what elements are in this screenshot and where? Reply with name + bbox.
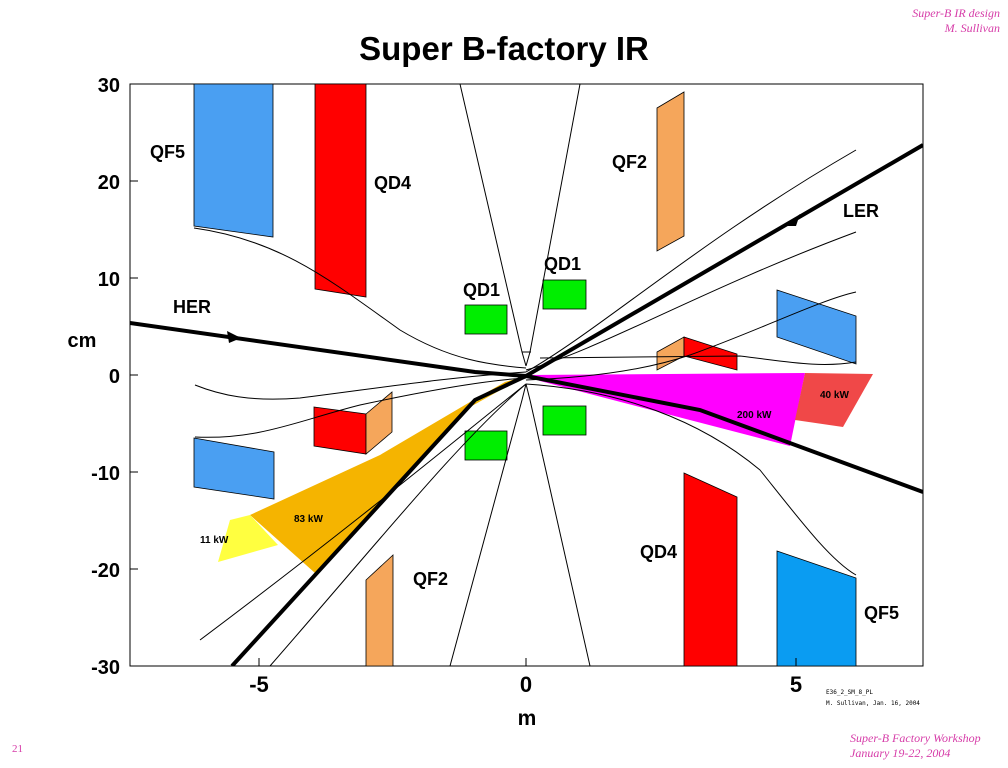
magnet-qd4-small-right [683,336,738,371]
magnet-qd1-upper-left [464,304,508,335]
footer-line-1: Super-B Factory Workshop [850,731,981,745]
magnet-qf5-top [193,84,274,238]
y-tick-label: 20 [98,172,120,194]
ler-arrow-icon [785,214,800,226]
footer-line-2: January 19-22, 2004 [850,746,951,760]
label-200kw: 200 kW [737,410,772,421]
y-tick-label: -20 [91,560,120,582]
y-tick-label: -10 [91,463,120,485]
magnet-labels: QF5 QD4 QF2 QD1 QD1 QF2 QD4 QF5 HER LER [150,142,899,623]
magnet-qd4-small-left [313,406,367,455]
page-number: 21 [12,743,23,755]
label-qd1-right: QD1 [544,254,581,274]
y-axis-label: cm [68,330,97,352]
label-ler: LER [843,201,879,221]
label-qd4-bottom: QD4 [640,542,677,562]
header-line-2: M. Sullivan [944,21,1000,35]
label-qf5-top: QF5 [150,142,185,162]
slide-header: Super-B IR design M. Sullivan [912,6,1000,36]
header-line-1: Super-B IR design [912,6,1000,20]
magnet-qf2-small-left [365,391,393,455]
x-tick-label: 5 [790,672,802,697]
sr-fan-83kw [250,376,526,573]
y-tick-label: 10 [98,269,120,291]
y-tick-labels: 30 20 10 0 -10 -20 -30 [91,75,120,679]
her-arrow-icon [227,331,241,343]
label-qf2-top: QF2 [612,152,647,172]
label-83kw: 83 kW [294,514,323,525]
magnet-qf5-right-mid [776,289,857,365]
magnet-qd1-lower-right [542,405,587,436]
stamp-line-1: E36_2_SM_8_PL [826,689,873,696]
y-tick-label: -30 [91,657,120,679]
label-40kw: 40 kW [820,390,849,401]
x-tick-label: 0 [520,672,532,697]
magnet-qf2-bottom [365,554,394,666]
page-title: Super B-factory IR [359,30,649,67]
stamp-line-2: M. Sullivan, Jan. 16, 2004 [826,700,920,707]
x-tick-labels: -5 0 5 [249,672,802,697]
magnet-qd4-bottom [683,472,738,666]
label-her: HER [173,297,211,317]
magnet-qf5-bottom [776,550,857,666]
beam-envelope-lines [193,84,857,666]
label-qd1-left: QD1 [463,280,500,300]
x-axis-label: m [518,707,537,730]
y-tick-label: 30 [98,75,120,97]
label-qf5-bottom: QF5 [864,603,899,623]
power-labels: 200 kW 40 kW 83 kW 11 kW [200,390,849,546]
y-tick-label: 0 [109,366,120,388]
label-11kw: 11 kW [200,535,229,546]
x-tick-label: -5 [249,672,269,697]
ler-beam-line [230,143,923,666]
label-qd4-top: QD4 [374,173,411,193]
label-qf2-bottom: QF2 [413,569,448,589]
magnet-qd1-lower-left [464,430,508,461]
sr-fan-40kw [795,373,873,427]
plot-contents [130,84,923,666]
plot-stamp: E36_2_SM_8_PL M. Sullivan, Jan. 16, 2004 [826,689,920,707]
magnet-qd4-top [314,84,367,298]
magnet-qf5-left-mid [193,437,275,500]
magnet-qf2-top [656,91,685,252]
sr-fan-11kw [218,515,278,562]
axis-ticks [130,83,797,667]
magnet-qd1-upper-right [542,279,587,310]
slide-footer: Super-B Factory Workshop January 19-22, … [850,731,981,761]
